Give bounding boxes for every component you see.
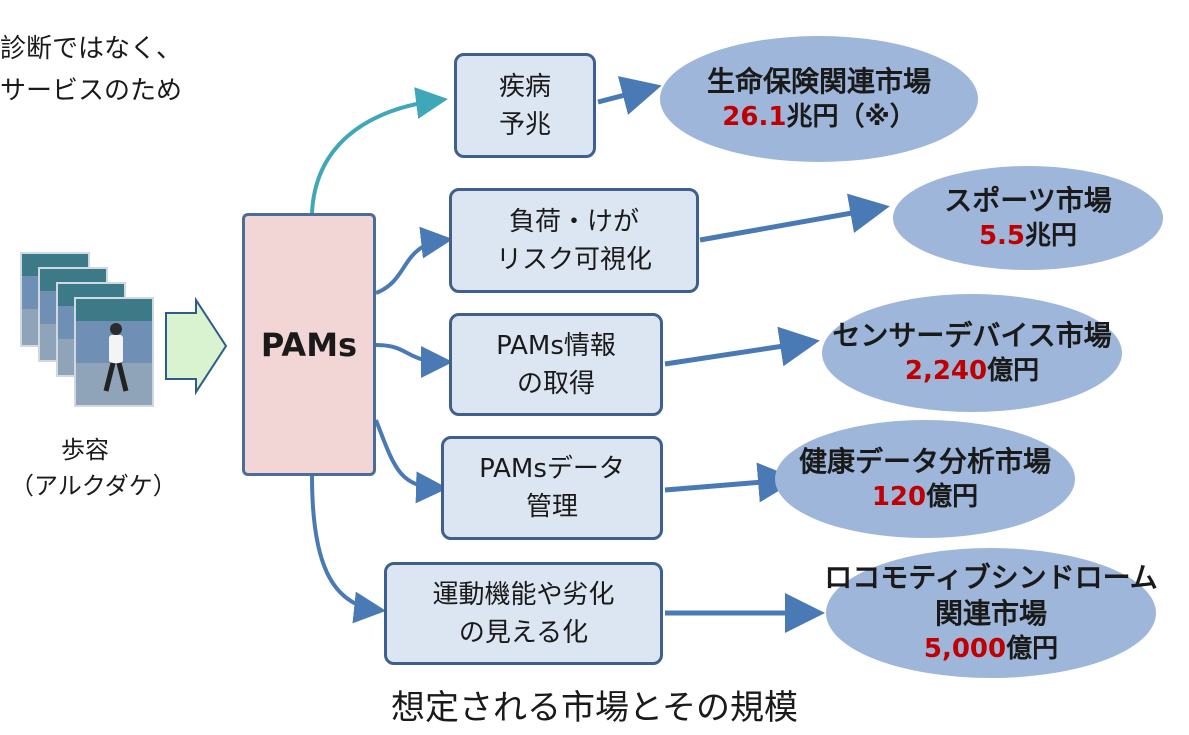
market-value: 120億円 xyxy=(871,482,979,512)
walking-person-icon xyxy=(103,323,129,392)
box-pams-data: PAMsデータ 管理 xyxy=(441,436,663,540)
arrow-pams-to-data xyxy=(374,419,448,504)
market-title: 健康データ分析市場 xyxy=(798,445,1051,478)
market-title: センサーデバイス市場 xyxy=(832,319,1112,352)
box-disease-sign: 疾病 予兆 xyxy=(454,53,596,158)
diagram-caption: 想定される市場とその規模 xyxy=(391,688,798,728)
market-value: 26.1兆円（※） xyxy=(722,102,916,132)
arrow-info-to-sensor xyxy=(664,326,820,367)
walker-label: 歩容 （アルクダケ） xyxy=(10,436,177,500)
arrow-pams-to-load xyxy=(375,226,453,295)
top-note-line1: 診断ではなく、 xyxy=(0,34,183,64)
market-value: 2,240億円 xyxy=(904,356,1040,386)
arrow-pams-to-disease xyxy=(310,87,448,214)
market-sensor-device: センサーデバイス市場 2,240億円 xyxy=(822,294,1122,412)
arrow-pams-to-locomo xyxy=(310,475,386,624)
arrow-load-to-sports xyxy=(699,193,890,243)
pams-node-label: PAMs xyxy=(260,325,358,364)
market-locomotive-syndrome: ロコモティブシンドローム 関連市場 5,000億円 xyxy=(824,548,1158,678)
market-title: 生命保険関連市場 xyxy=(706,65,931,98)
arrow-pams-to-info xyxy=(375,343,453,378)
market-value: 5,000億円 xyxy=(923,634,1059,664)
market-life-insurance: 生命保険関連市場 26.1兆円（※） xyxy=(660,36,978,162)
market-title: ロコモティブシンドローム 関連市場 xyxy=(824,561,1158,630)
box-motor-function: 運動機能や劣化 の見える化 xyxy=(384,562,663,665)
market-title: スポーツ市場 xyxy=(944,184,1112,217)
box-load-injury-risk: 負荷・けが リスク可視化 xyxy=(449,188,699,293)
walker-frame-front xyxy=(74,297,154,407)
top-note: 診断ではなく、 サービスのため xyxy=(0,28,182,112)
arrow-disease-to-life xyxy=(597,76,662,115)
market-health-data: 健康データ分析市場 120億円 xyxy=(775,420,1075,538)
market-sports: スポーツ市場 5.5兆円 xyxy=(893,166,1163,270)
top-note-line2: サービスのため xyxy=(0,76,183,106)
arrow-data-to-health xyxy=(664,462,798,503)
market-value: 5.5兆円 xyxy=(978,221,1078,251)
walker-photo-stack xyxy=(20,252,160,412)
pams-node: PAMs xyxy=(242,213,376,476)
input-arrow xyxy=(165,296,228,396)
box-pams-info: PAMs情報 の取得 xyxy=(449,313,663,416)
